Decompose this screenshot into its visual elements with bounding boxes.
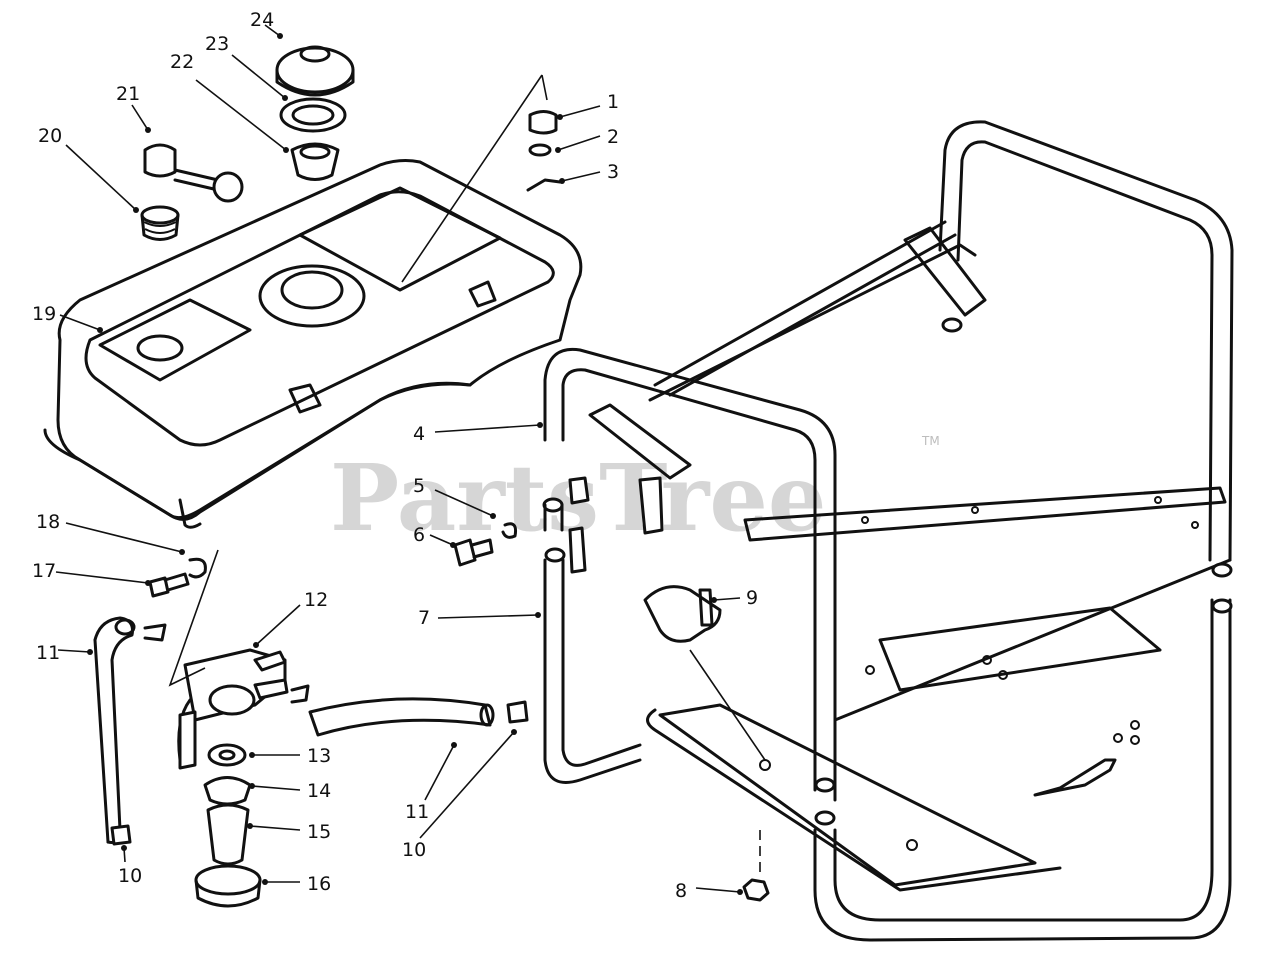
callout-15: 15 xyxy=(307,821,331,843)
callout-24: 24 xyxy=(250,9,274,31)
fuel-hose-right xyxy=(308,697,495,737)
callout-13: 13 xyxy=(307,745,331,767)
ring-5 xyxy=(501,522,517,539)
fuel-cap xyxy=(275,45,355,97)
callout-6: 6 xyxy=(413,524,425,546)
fuel-hose-left xyxy=(93,616,136,844)
callout-23: 23 xyxy=(205,33,229,55)
callout-17: 17 xyxy=(32,560,56,582)
callout-20: 20 xyxy=(38,125,62,147)
callout-14: 14 xyxy=(307,780,331,802)
callout-10-left: 10 xyxy=(118,865,142,887)
callout-12: 12 xyxy=(304,589,328,611)
callout-11-right: 11 xyxy=(405,801,429,823)
callout-4: 4 xyxy=(413,423,425,445)
fuel-tank xyxy=(43,159,583,529)
valve-screw xyxy=(148,557,207,598)
watermark-trademark: TM xyxy=(921,434,940,448)
hose-clamp xyxy=(506,700,529,724)
hose-clip xyxy=(143,623,167,642)
callout-16: 16 xyxy=(307,873,331,895)
plug-with-tether xyxy=(143,143,244,203)
callout-9: 9 xyxy=(746,587,758,609)
callout-8: 8 xyxy=(675,880,687,902)
callout-10-right: 10 xyxy=(402,839,426,861)
grommet-set xyxy=(526,110,562,192)
callout-7: 7 xyxy=(418,607,430,629)
sediment-bowl xyxy=(194,743,262,908)
callout-labels: 24 23 22 21 20 1 2 3 19 4 5 6 18 17 12 1… xyxy=(32,9,758,902)
bracket-alignment-line xyxy=(689,649,766,761)
cap-gasket xyxy=(279,97,347,133)
threaded-plug xyxy=(140,205,180,241)
frame xyxy=(542,120,1234,942)
callout-18: 18 xyxy=(36,511,60,533)
callout-3: 3 xyxy=(607,161,619,183)
callout-22: 22 xyxy=(170,51,194,73)
callout-2: 2 xyxy=(607,126,619,148)
callout-21: 21 xyxy=(116,83,140,105)
callout-1: 1 xyxy=(607,91,619,113)
fuel-valve xyxy=(177,648,289,770)
nut-8 xyxy=(742,878,770,902)
leaders xyxy=(55,24,743,895)
callout-11-left: 11 xyxy=(36,642,60,664)
hose-clamp-small xyxy=(110,824,132,846)
bolt-6 xyxy=(453,538,494,567)
valve-clip xyxy=(290,684,310,704)
fuel-strainer xyxy=(290,142,340,181)
callout-19: 19 xyxy=(32,303,56,325)
callout-5: 5 xyxy=(413,475,425,497)
